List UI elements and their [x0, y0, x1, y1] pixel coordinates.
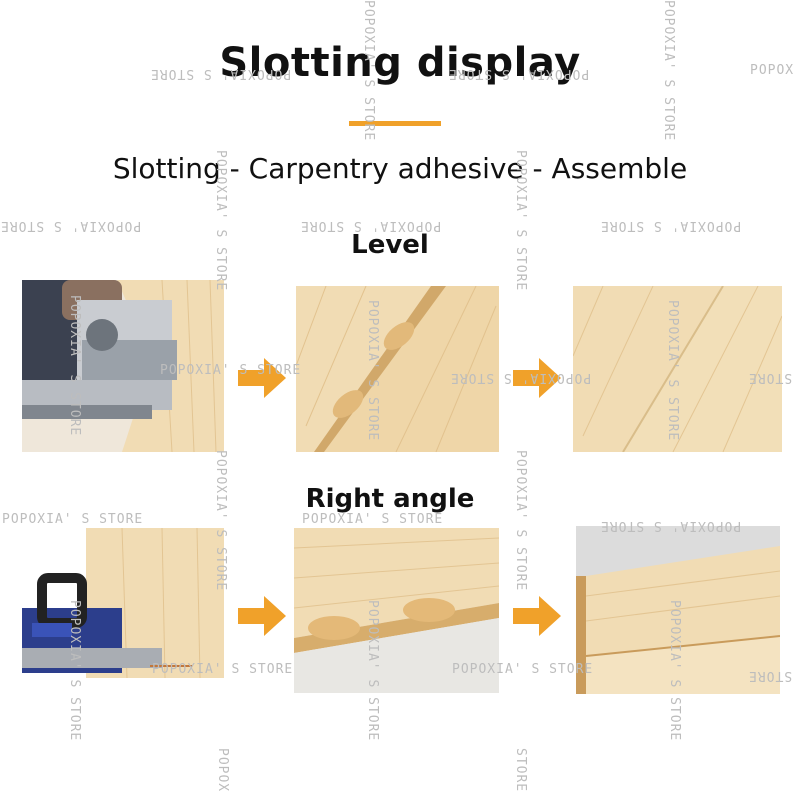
arrow-right-icon: [513, 596, 561, 636]
arrow-right-icon: [238, 358, 286, 398]
page-title: Slotting display: [219, 40, 581, 86]
watermark-text-vertical: POPOXIA' S STORE: [513, 450, 528, 592]
watermark-text: POPOXIA' S STORE: [302, 512, 444, 527]
section-label-right-angle: Right angle: [305, 484, 475, 514]
arrow-right-icon: [238, 596, 286, 636]
section-label-level: Level: [351, 230, 429, 260]
right-angle-step3-image: [576, 526, 780, 694]
process-subtitle: Slotting - Carpentry adhesive - Assemble: [112, 152, 688, 185]
level-step2-image: [296, 286, 499, 452]
arrow-right-icon: [513, 358, 561, 398]
watermark-text: POPOXIA' S STORE: [2, 512, 144, 527]
watermark-text-vertical: POPOX: [215, 748, 230, 793]
right-angle-step1-image: [22, 528, 224, 678]
watermark-text-vertical: STORE: [513, 748, 528, 793]
right-angle-step2-image: [294, 528, 499, 693]
level-step1-image: [22, 280, 224, 452]
title-underline: [349, 121, 441, 126]
level-step3-image: [573, 286, 782, 452]
